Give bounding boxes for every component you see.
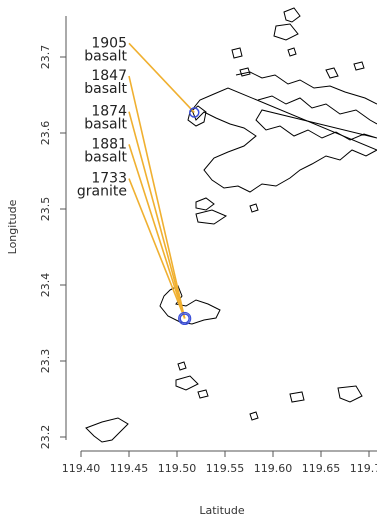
island-outline-west-tip [187,105,207,127]
y-axis-ticks: 23.2 23.3 23.4 23.5 23.6 23.7 [39,45,66,450]
islet-outline [249,411,259,421]
annotation-rock-label: granite [77,184,127,200]
annotation-rock-label: basalt [84,149,127,165]
annotation-line [128,111,186,319]
islet-outline [239,67,251,77]
annotation-year-label: 1733 [91,171,127,187]
annotation-labels: 1905basalt1847basalt1874basalt1881basalt… [77,35,128,199]
annotation-lines [128,42,195,319]
annotation-line [128,42,195,114]
islet-outline [195,209,228,225]
islet-outline [195,197,215,211]
y-tick-label: 23.5 [39,197,52,222]
islet-outline [353,61,365,71]
islet-outline [175,375,199,391]
islet-outline [273,23,299,41]
islet-outline [249,203,259,213]
annotation-line [128,144,186,319]
y-tick-label: 23.7 [39,45,52,70]
island-outline-main [191,71,377,193]
annotation-year-label: 1905 [91,35,127,51]
islet-outline [287,47,297,57]
annotation-line [128,75,186,319]
x-tick-label: 119.40 [62,462,101,475]
islet-outline [231,47,243,59]
annotation-year-label: 1847 [91,68,127,84]
site-marker-outer [178,311,192,326]
eruption-site-markers [178,107,200,326]
x-axis-ticks: 119.40 119.45 119.50 119.55 119.60 119.65 119.… [62,451,377,475]
island-outline-east-arm [255,95,377,141]
islet-outline [177,361,187,371]
island-outline-southwest [85,417,129,443]
annotation-line [128,178,186,319]
y-tick-label: 23.4 [39,273,52,298]
islet-outline [289,391,305,403]
x-tick-label: 119.50 [158,462,197,475]
islet-outline [325,67,339,79]
y-tick-label: 23.2 [39,425,52,450]
annotation-rock-label: basalt [84,117,127,133]
annotation-rock-label: basalt [84,81,127,97]
annotation-year-label: 1881 [91,136,127,152]
x-axis-title: Latitude [199,504,245,517]
annotation-year-label: 1874 [91,104,127,120]
x-tick-label: 119.45 [110,462,149,475]
island-outline-south [159,285,221,325]
islet-outline [197,389,209,399]
island-outlines [85,7,377,443]
site-marker [189,107,200,118]
annotation-rock-label: basalt [84,48,127,64]
islet-outline [337,385,363,403]
site-marker [179,313,190,324]
y-axis-title: Longitude [6,199,19,254]
x-tick-label: 119.60 [254,462,293,475]
islet-outline [283,7,301,23]
x-tick-label: 119.70 [350,462,377,475]
x-tick-label: 119.65 [302,462,341,475]
y-tick-label: 23.6 [39,121,52,146]
y-tick-label: 23.3 [39,349,52,374]
x-tick-label: 119.55 [206,462,245,475]
